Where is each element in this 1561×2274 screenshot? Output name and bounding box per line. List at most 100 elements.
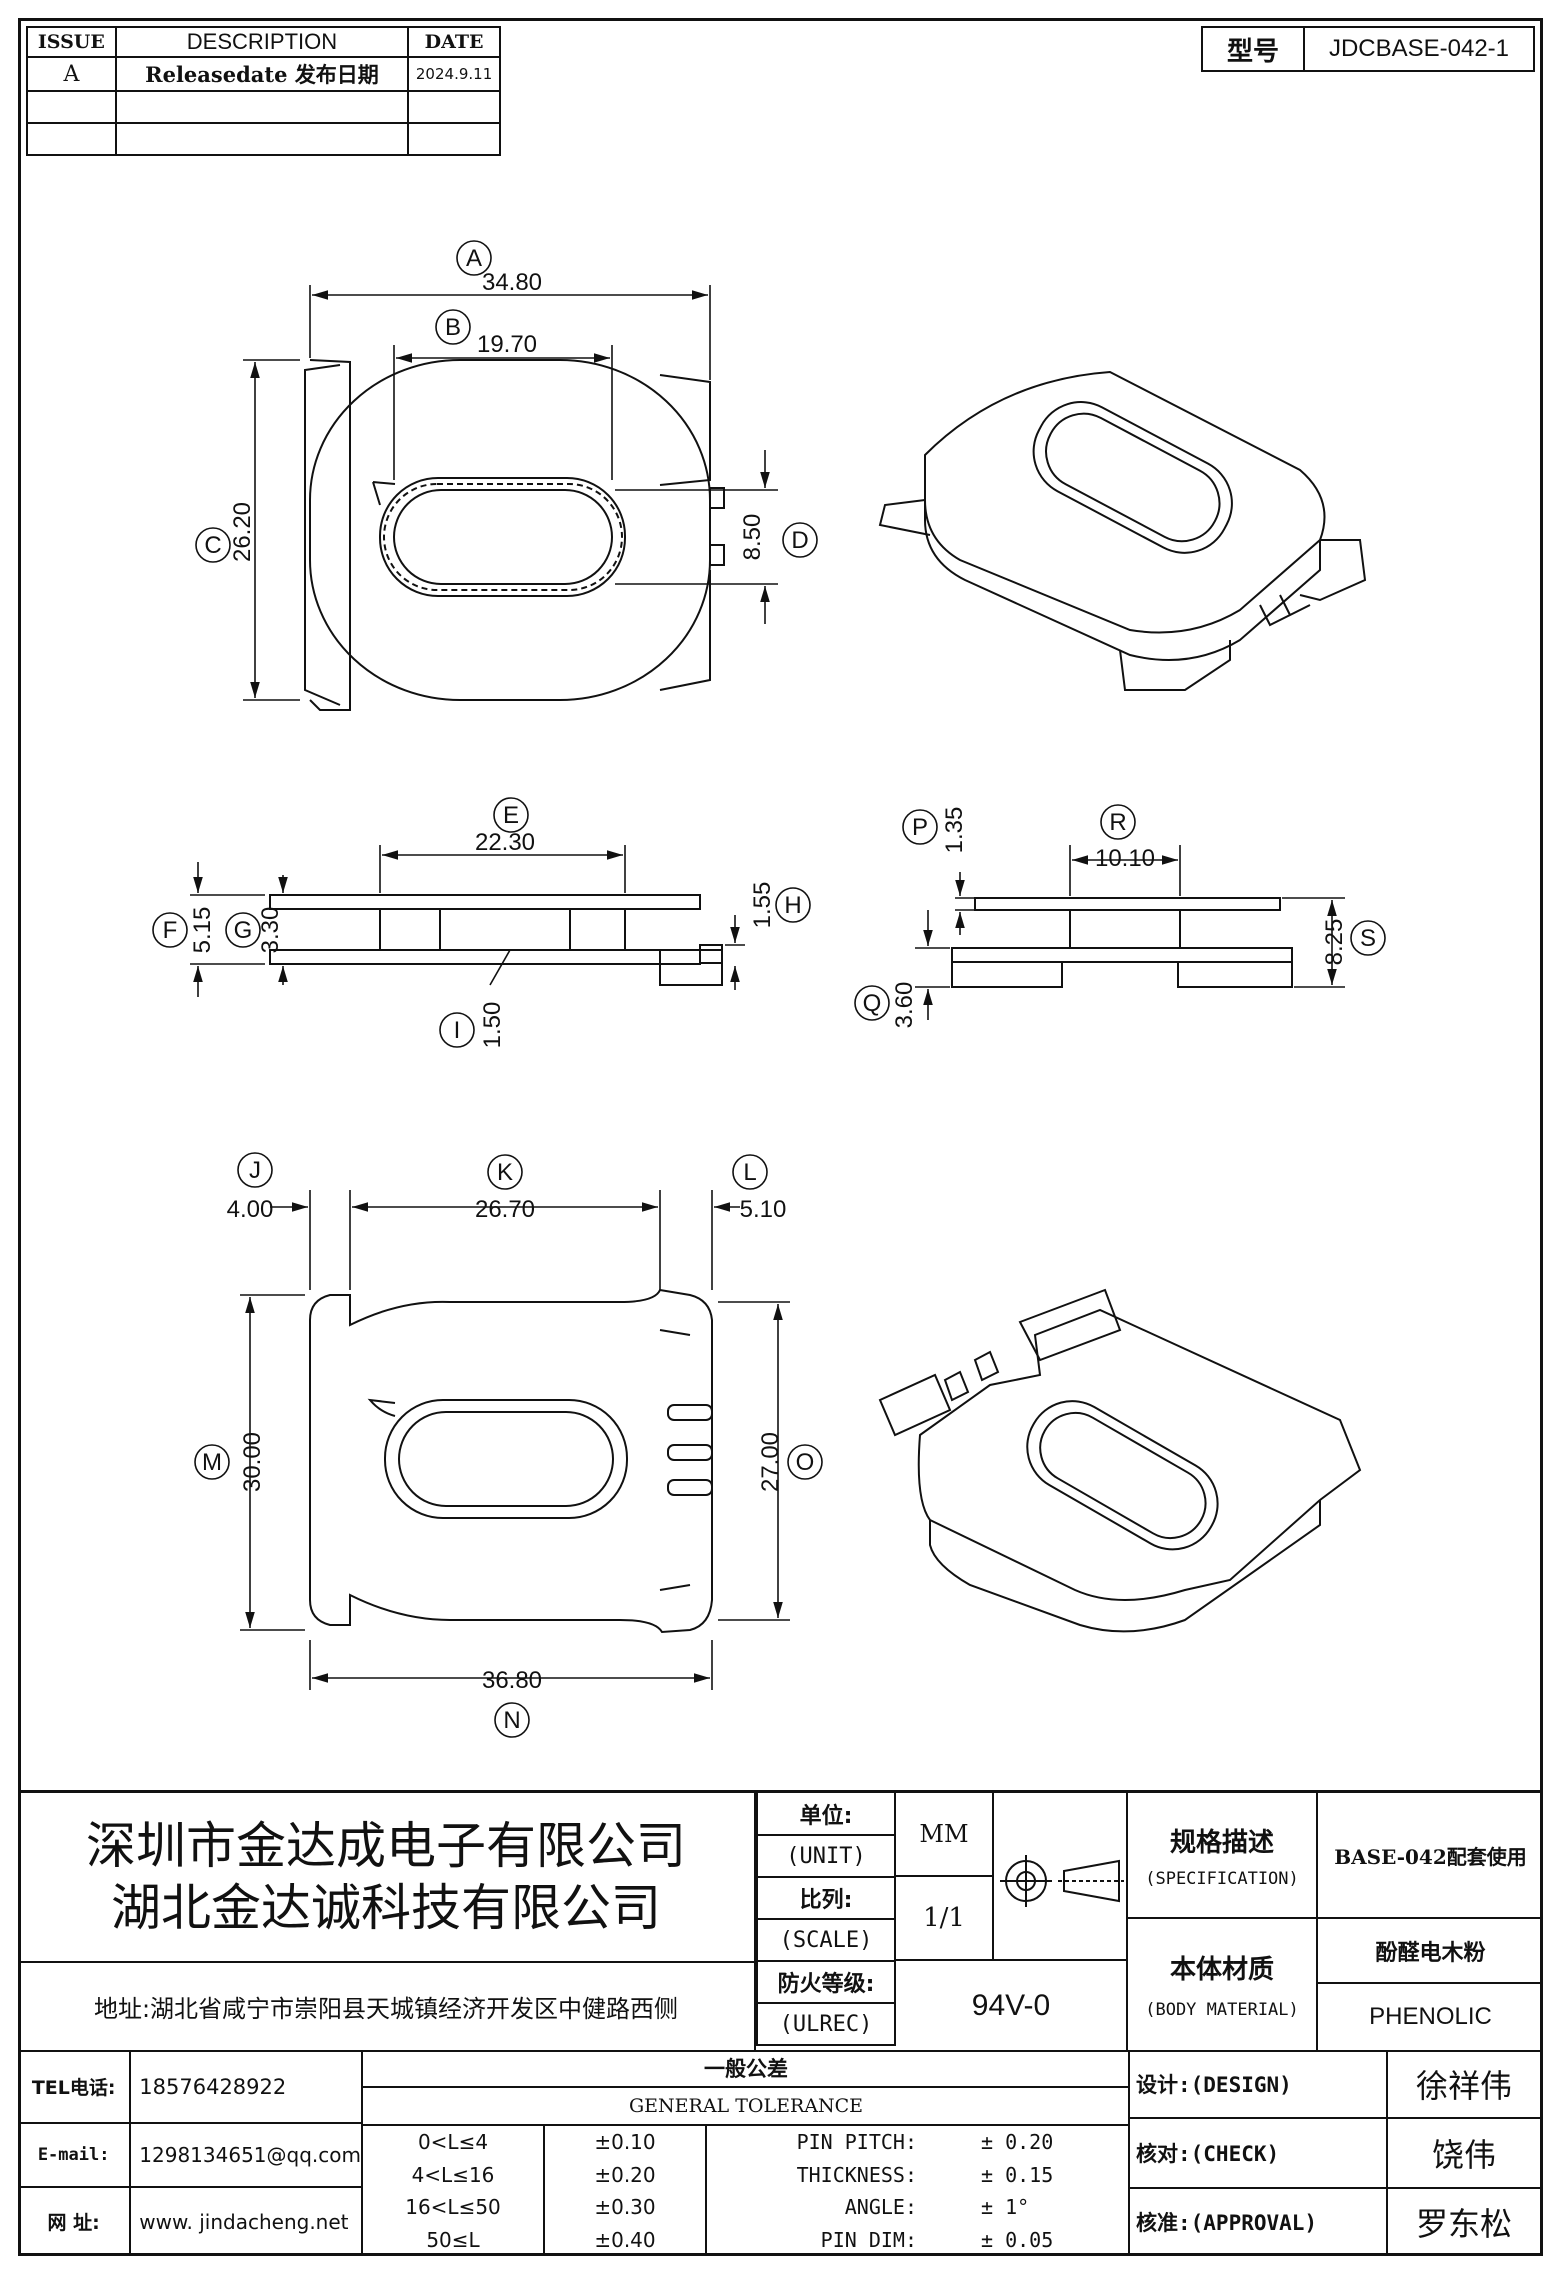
check-name: 饶伟 [1386, 2117, 1540, 2189]
tol-value: ±0.20 [543, 2158, 707, 2191]
revision-cell [114, 90, 410, 124]
bottom-view-dims [240, 1190, 790, 1690]
title-block-divider-2 [18, 2050, 1543, 2052]
tolerance-title-cn: 一般公差 [363, 2050, 1129, 2088]
tol-range: 0<L≤4 [363, 2126, 545, 2159]
check-label: 核对:(CHECK) [1128, 2117, 1388, 2189]
tolerance-table: 0<L≤4 ±0.10 PIN PITCH: ± 0.20 4<L≤16 ±0.… [363, 2126, 1129, 2256]
dim-letter-c: C [204, 532, 221, 559]
design-label: 设计:(DESIGN) [1128, 2050, 1388, 2120]
ulrec-value: 94V-0 [896, 1961, 1128, 2050]
title-block-divider [18, 1790, 1543, 1793]
material-label-en: (BODY MATERIAL) [1145, 2000, 1299, 2020]
dim-letter-g: G [234, 917, 253, 944]
tol-item: ANGLE: [844, 2195, 917, 2220]
dim-letter-n: N [503, 1707, 520, 1734]
spec-label-cn: 规格描述 [1169, 1827, 1274, 1858]
dim-letter-d: D [791, 527, 808, 554]
model-label: 型号 [1201, 26, 1305, 72]
dim-letter-q: Q [863, 990, 882, 1017]
tol-item-value: ± 0.15 [981, 2162, 1054, 2187]
dim-letter-j: J [249, 1157, 261, 1184]
tol-range: 4<L≤16 [363, 2158, 545, 2191]
email-value: 1298134651@qq.com [129, 2121, 363, 2188]
isometric-view-top [878, 370, 1367, 691]
side-view-dims [915, 845, 1345, 1020]
tol-item: PIN PITCH: [796, 2130, 917, 2155]
dimension-texts: 34.80 19.70 26.20 8.50 22.30 5.15 3.30 1… [189, 269, 1348, 1694]
dim-letter-h: H [784, 892, 801, 919]
dim-value-b: 19.70 [477, 331, 537, 358]
tolerance-block: 一般公差 GENERAL TOLERANCE 0<L≤4 ±0.10 PIN P… [363, 2050, 1129, 2256]
model-number: JDCBASE-042-1 [1303, 26, 1535, 72]
revision-cell [26, 122, 117, 156]
technical-drawing: 34.80 19.70 26.20 8.50 22.30 5.15 3.30 1… [152, 240, 1386, 1738]
tol-value: ±0.30 [543, 2191, 707, 2224]
tol-value: ±0.40 [543, 2223, 707, 2256]
signoff-table: 设计:(DESIGN) 徐祥伟 核对:(CHECK) 饶伟 核准:(APPROV… [1128, 2050, 1540, 2256]
unit-labels: 单位: (UNIT) 比列: (SCALE) 防火等级: (ULREC) [756, 1793, 896, 2046]
tol-item-value: ± 0.05 [981, 2227, 1054, 2252]
dim-letter-a: A [466, 245, 482, 272]
revision-cell [407, 90, 501, 124]
tel-label: TEL电话: [18, 2050, 132, 2124]
company-name-hubei: 湖北金达诚科技有限公司 [111, 1879, 661, 1937]
web-value: www. jindacheng.net [129, 2185, 363, 2256]
dim-value-j: 4.00 [227, 1196, 274, 1223]
dim-letter-e: E [503, 802, 519, 829]
dim-value-a: 34.80 [482, 269, 542, 296]
revision-date: 2024.9.11 [407, 56, 501, 92]
dim-letter-m: M [202, 1449, 222, 1476]
dim-value-o: 27.00 [757, 1432, 784, 1492]
spec-material-block: 规格描述 (SPECIFICATION) BASE-042配套使用 本体材质 (… [1128, 1793, 1543, 2050]
dim-value-f: 5.15 [189, 907, 216, 954]
dim-letter-i: I [454, 1017, 461, 1044]
tol-item: PIN DIM: [820, 2227, 917, 2252]
dim-letter-f: F [163, 917, 178, 944]
web-label: 网 址: [18, 2185, 132, 2256]
col-date: DATE [407, 26, 501, 58]
dim-value-d: 8.50 [739, 514, 766, 561]
tol-value: ±0.10 [543, 2126, 707, 2159]
tol-item-value: ± 0.20 [981, 2130, 1054, 2155]
dim-value-h: 1.55 [749, 882, 776, 929]
design-name: 徐祥伟 [1386, 2050, 1540, 2120]
tol-range: 16<L≤50 [363, 2191, 545, 2224]
material-value-en: PHENOLIC [1369, 2003, 1492, 2030]
company-name-shenzhen: 深圳市金达成电子有限公司 [86, 1817, 686, 1875]
dim-value-k: 26.70 [475, 1196, 535, 1223]
dim-value-e: 22.30 [475, 829, 535, 856]
dim-letter-p: P [912, 814, 928, 841]
contact-table: TEL电话: 18576428922 E-mail: 1298134651@qq… [18, 2050, 363, 2256]
front-view-dims [190, 845, 745, 997]
projection-symbol [994, 1793, 1128, 1961]
revision-description: Releasedate 发布日期 [114, 56, 410, 92]
revision-cell [407, 122, 501, 156]
unit-label-en: (UNIT) [756, 1834, 896, 1878]
dimension-letters: A B C D E F G H I P R S Q J K L M O N [152, 240, 1386, 1738]
revision-cell [26, 90, 117, 124]
col-issue: ISSUE [26, 26, 117, 58]
dim-value-r: 10.10 [1095, 845, 1155, 872]
material-value-cn: 酚醛电木粉 [1318, 1919, 1543, 1984]
dim-letter-b: B [445, 314, 461, 341]
side-view [951, 897, 1293, 988]
dim-letter-s: S [1360, 925, 1376, 952]
dim-value-c: 26.20 [229, 502, 256, 562]
model-box: 型号 JDCBASE-042-1 [1201, 26, 1535, 72]
revision-issue: A [26, 56, 117, 92]
company-address: 地址:湖北省咸宁市崇阳县天城镇经济开发区中健路西侧 [93, 1995, 679, 2023]
company-names: 深圳市金达成电子有限公司 湖北金达诚科技有限公司 [18, 1793, 754, 1963]
front-view [269, 894, 723, 986]
isometric-view-bottom [878, 1288, 1362, 1633]
tolerance-title-en: GENERAL TOLERANCE [363, 2088, 1129, 2126]
dim-value-i: 1.50 [479, 1002, 506, 1049]
revision-cell [114, 122, 410, 156]
ulrec-label-cn: 防火等级: [756, 1960, 896, 2004]
dim-value-n: 36.80 [482, 1667, 542, 1694]
dim-value-s: 8.25 [1321, 919, 1348, 966]
email-label: E-mail: [18, 2121, 132, 2188]
dim-letter-k: K [497, 1159, 513, 1186]
dim-value-q: 3.60 [891, 982, 918, 1029]
revision-table: ISSUE DESCRIPTION DATE A Releasedate 发布日… [26, 26, 501, 156]
